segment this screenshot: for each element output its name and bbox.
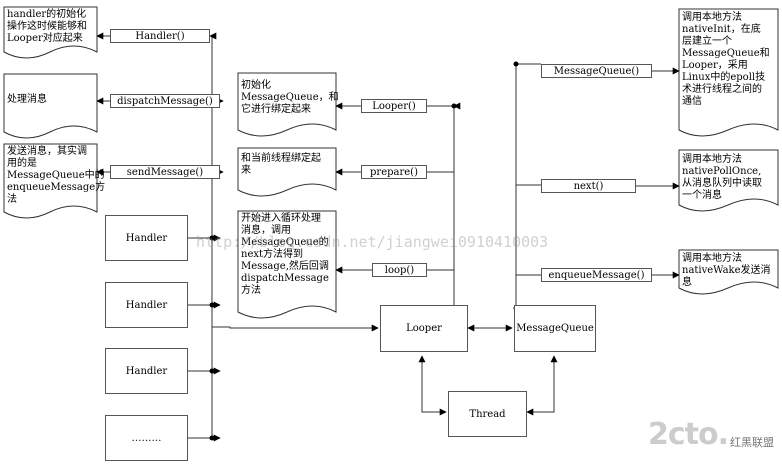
handler-box-1: Handler <box>105 215 188 261</box>
messagequeue-box: MessageQueue <box>514 305 596 352</box>
note-messagequeue-init: 调用本地方法 nativeInit，在底 层建立一个 MessageQueue和… <box>682 12 770 107</box>
handler-box-2: Handler <box>105 282 188 328</box>
note-handle-message: 处理消息 <box>7 94 47 105</box>
note-looper-init: 初始化 MessageQueue，和 它进行绑定起来 <box>241 80 339 115</box>
method-loop: loop() <box>372 263 427 277</box>
note-loop: 开始进入循环处理 消息，调用 MessageQueue的 next方法得到 Me… <box>241 213 329 296</box>
method-looper-ctor: Looper() <box>361 99 427 113</box>
method-prepare: prepare() <box>361 165 427 179</box>
note-prepare: 和当前线程绑定起 来 <box>241 153 321 176</box>
handler-box-3: Handler <box>105 348 188 394</box>
note-handler-init: handler的初始化 操作这时候能够和 Looper对应起来 <box>7 9 87 44</box>
logo-main-text: 2cto. <box>648 417 729 452</box>
note-enqueue: 调用本地方法 nativeWake发送消 息 <box>682 253 771 288</box>
looper-box: Looper <box>380 305 468 352</box>
method-dispatch-message: dispatchMessage() <box>110 94 220 108</box>
thread-box: Thread <box>448 391 527 437</box>
logo-sub-text: 红黑联盟 <box>730 436 775 449</box>
method-messagequeue-ctor: MessageQueue() <box>541 64 652 78</box>
note-send-message: 发送消息，其实调 用的是 MessageQueue中的 enqueueMessa… <box>7 146 106 205</box>
handler-box-more: ……… <box>105 415 188 461</box>
method-enqueue-message: enqueueMessage() <box>541 268 652 282</box>
method-next: next() <box>541 179 636 193</box>
note-next: 调用本地方法 nativePollOnce, 从消息队列中读取 一个消息 <box>682 154 762 201</box>
method-send-message: sendMessage() <box>110 165 220 179</box>
site-logo: 2cto. 红黑联盟 <box>648 420 774 450</box>
method-handler-ctor: Handler() <box>110 29 210 43</box>
